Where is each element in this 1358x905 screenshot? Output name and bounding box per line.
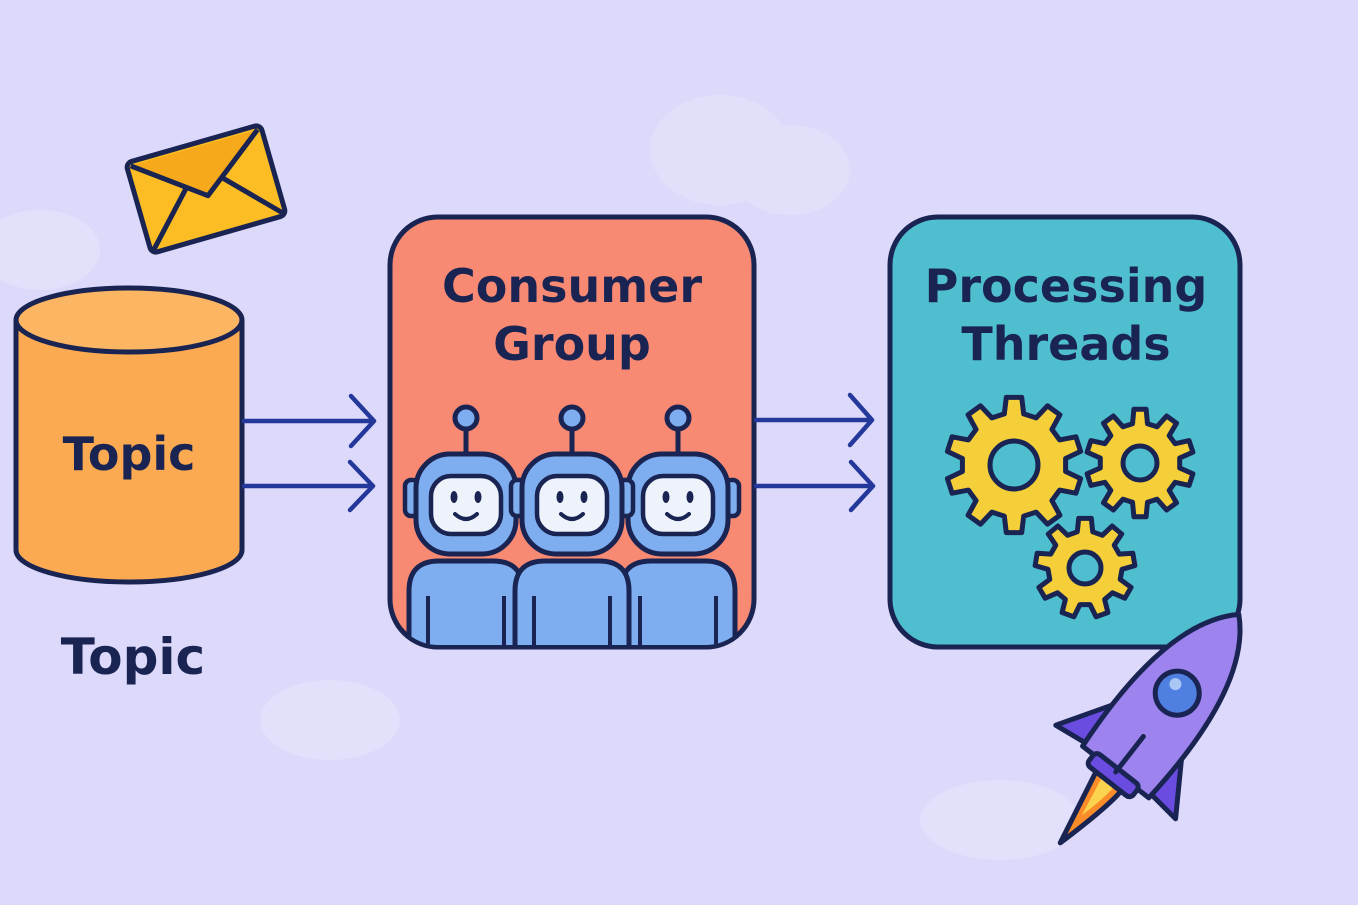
- gear-icon: [944, 394, 1084, 536]
- gear-hole: [1120, 443, 1160, 483]
- topic-caption: Topic: [61, 628, 205, 686]
- background-clouds: [0, 95, 1080, 860]
- arrow-consumer-to-processing-1: [753, 392, 875, 448]
- topic-cylinder: [13, 285, 245, 585]
- envelope-icon: [124, 123, 288, 255]
- arrow-consumer-to-processing-2: [753, 459, 876, 513]
- processing-threads-title-line1: Processing: [925, 259, 1208, 313]
- consumer-group-title-line2: Group: [493, 317, 651, 371]
- arrows-topic-to-consumer: [241, 393, 377, 513]
- rocket-icon: [1053, 611, 1243, 846]
- arrows-consumer-to-processing: [753, 392, 876, 513]
- processing-gears: [944, 394, 1196, 620]
- gear-hole: [987, 438, 1041, 492]
- gear-icon: [1032, 515, 1138, 620]
- consumer-group-title-line1: Consumer: [442, 259, 702, 313]
- gear-icon: [1084, 406, 1196, 520]
- processing-threads-box: [887, 214, 1243, 650]
- topic-cylinder-label: Topic: [63, 427, 196, 481]
- gear-hole: [1066, 549, 1104, 587]
- arrow-topic-to-consumer-1: [241, 393, 377, 449]
- processing-threads-title-line2: Threads: [961, 317, 1170, 371]
- arrow-topic-to-consumer-2: [241, 459, 376, 513]
